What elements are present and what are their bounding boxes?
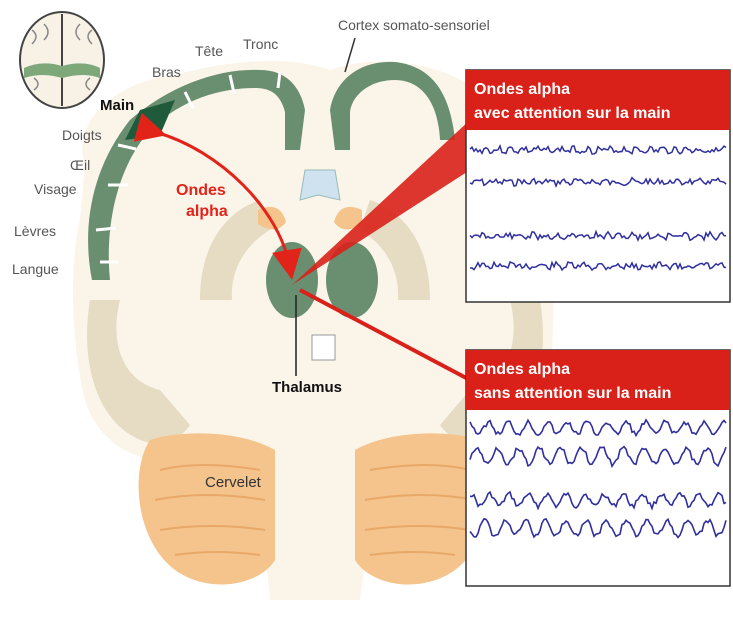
tronc-label: Tronc xyxy=(243,36,278,52)
panel-top-title-1: Ondes alpha xyxy=(474,81,570,98)
thalamus-left xyxy=(266,242,318,318)
cortex-label: Cortex somato-sensoriel xyxy=(338,17,490,33)
levres-label: Lèvres xyxy=(14,223,56,239)
thalamus-label: Thalamus xyxy=(272,379,342,396)
panel-bottom-title-2: sans attention sur la main xyxy=(474,385,671,402)
eeg-panel-with-attention: Ondes alpha avec attention sur la main xyxy=(466,70,730,302)
eeg-panel-without-attention: Ondes alpha sans attention sur la main xyxy=(466,350,730,586)
cervelet-label: Cervelet xyxy=(205,474,262,491)
bras-label: Bras xyxy=(152,64,181,80)
oeil-label: Œil xyxy=(70,157,90,173)
panel-bottom-title-1: Ondes alpha xyxy=(474,361,570,378)
doigts-label: Doigts xyxy=(62,127,102,143)
main-label: Main xyxy=(100,97,134,114)
alpha-label: alpha xyxy=(186,203,228,220)
panel-top-title-2: avec attention sur la main xyxy=(474,105,671,122)
visage-label: Visage xyxy=(34,181,77,197)
langue-label: Langue xyxy=(12,261,59,277)
tete-label: Tête xyxy=(195,43,223,59)
brain-top-view-icon xyxy=(20,12,104,108)
ondes-label: Ondes xyxy=(176,182,226,199)
